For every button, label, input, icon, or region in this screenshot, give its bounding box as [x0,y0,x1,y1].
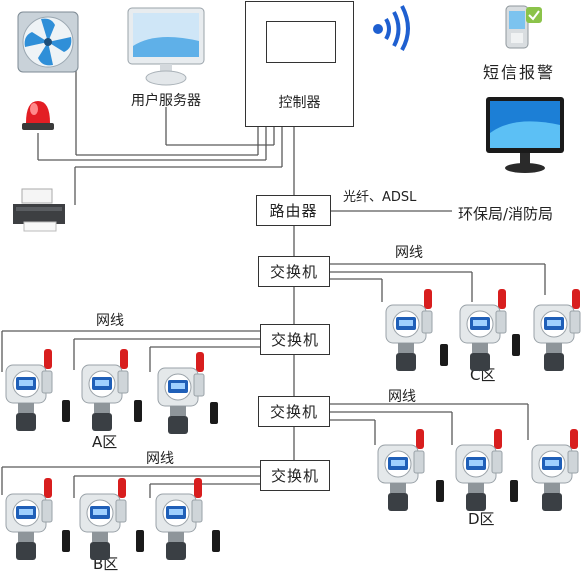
remote-control-icon [210,402,218,424]
gas-detector-icon [156,350,210,436]
sms-alarm-label: 短信报警 [483,63,556,82]
network-cable-label: 网线 [388,389,416,405]
gas-detector-icon [80,347,134,433]
mobile-phone-icon [500,3,546,51]
gas-detector-icon [154,476,208,562]
gas-detector-icon [454,427,508,513]
controller-display [266,21,336,63]
red-alarm-light-icon [18,95,58,135]
printer-icon [10,186,68,234]
gas-detector-icon [458,287,512,373]
external-agency-label: 环保局/消防局 [458,205,554,223]
gas-detector-icon [530,427,584,513]
zone-d-label: D区 [468,510,495,528]
remote-control-icon [512,334,520,356]
network-cable-label: 网线 [146,451,174,467]
switch-1: 交换机 [258,256,330,287]
computer-icon [126,6,206,90]
gas-detector-icon [78,476,132,562]
switch-2: 交换机 [260,324,330,355]
network-cable-label: 网线 [395,245,423,261]
gas-detector-icon [376,427,430,513]
monitor-icon [484,95,566,177]
remote-control-icon [62,400,70,422]
remote-control-icon [62,530,70,552]
remote-control-icon [436,480,444,502]
gas-detector-icon [4,347,58,433]
switch-4: 交换机 [260,460,330,491]
remote-control-icon [134,400,142,422]
zone-a-label: A区 [92,433,118,451]
remote-control-icon [510,480,518,502]
remote-control-icon [136,530,144,552]
server-label: 用户服务器 [131,93,201,109]
switch-3: 交换机 [258,396,330,427]
gas-detector-icon [384,287,438,373]
controller-box: 控制器 [245,1,354,127]
wireless-signal-icon [370,3,416,51]
network-cable-label: 网线 [96,313,124,329]
remote-control-icon [440,344,448,366]
gas-detector-icon [4,476,58,562]
router-box: 路由器 [256,195,331,226]
exhaust-fan-icon [17,11,79,73]
remote-control-icon [212,530,220,552]
link-type-label: 光纤、ADSL [343,190,417,205]
gas-detector-icon [532,287,586,373]
controller-label: 控制器 [278,95,321,111]
